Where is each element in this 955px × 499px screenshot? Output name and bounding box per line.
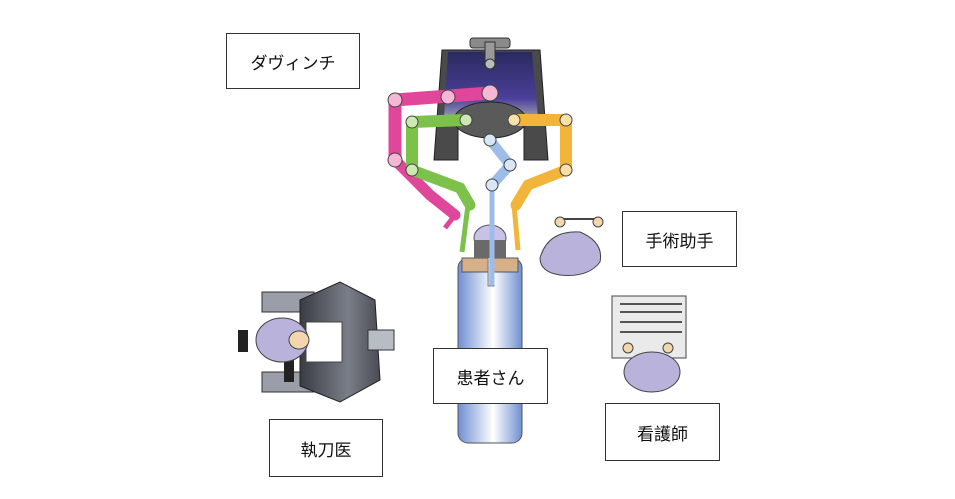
robot-arm-green (405, 113, 476, 253)
label-nurse: 看護師 (605, 403, 720, 461)
label-davinci: ダヴィンチ (226, 33, 360, 89)
label-assistant: 手術助手 (622, 211, 737, 267)
label-patient: 患者さん (433, 348, 548, 404)
robot-arm-blue (483, 133, 517, 285)
assistant-figure (539, 216, 604, 276)
label-surgeon: 執刀医 (269, 419, 383, 477)
nurse-figure (611, 295, 687, 393)
surgeon-console (238, 281, 395, 403)
robot-arm-yellow (507, 113, 573, 251)
surgeon-figure (255, 317, 310, 363)
